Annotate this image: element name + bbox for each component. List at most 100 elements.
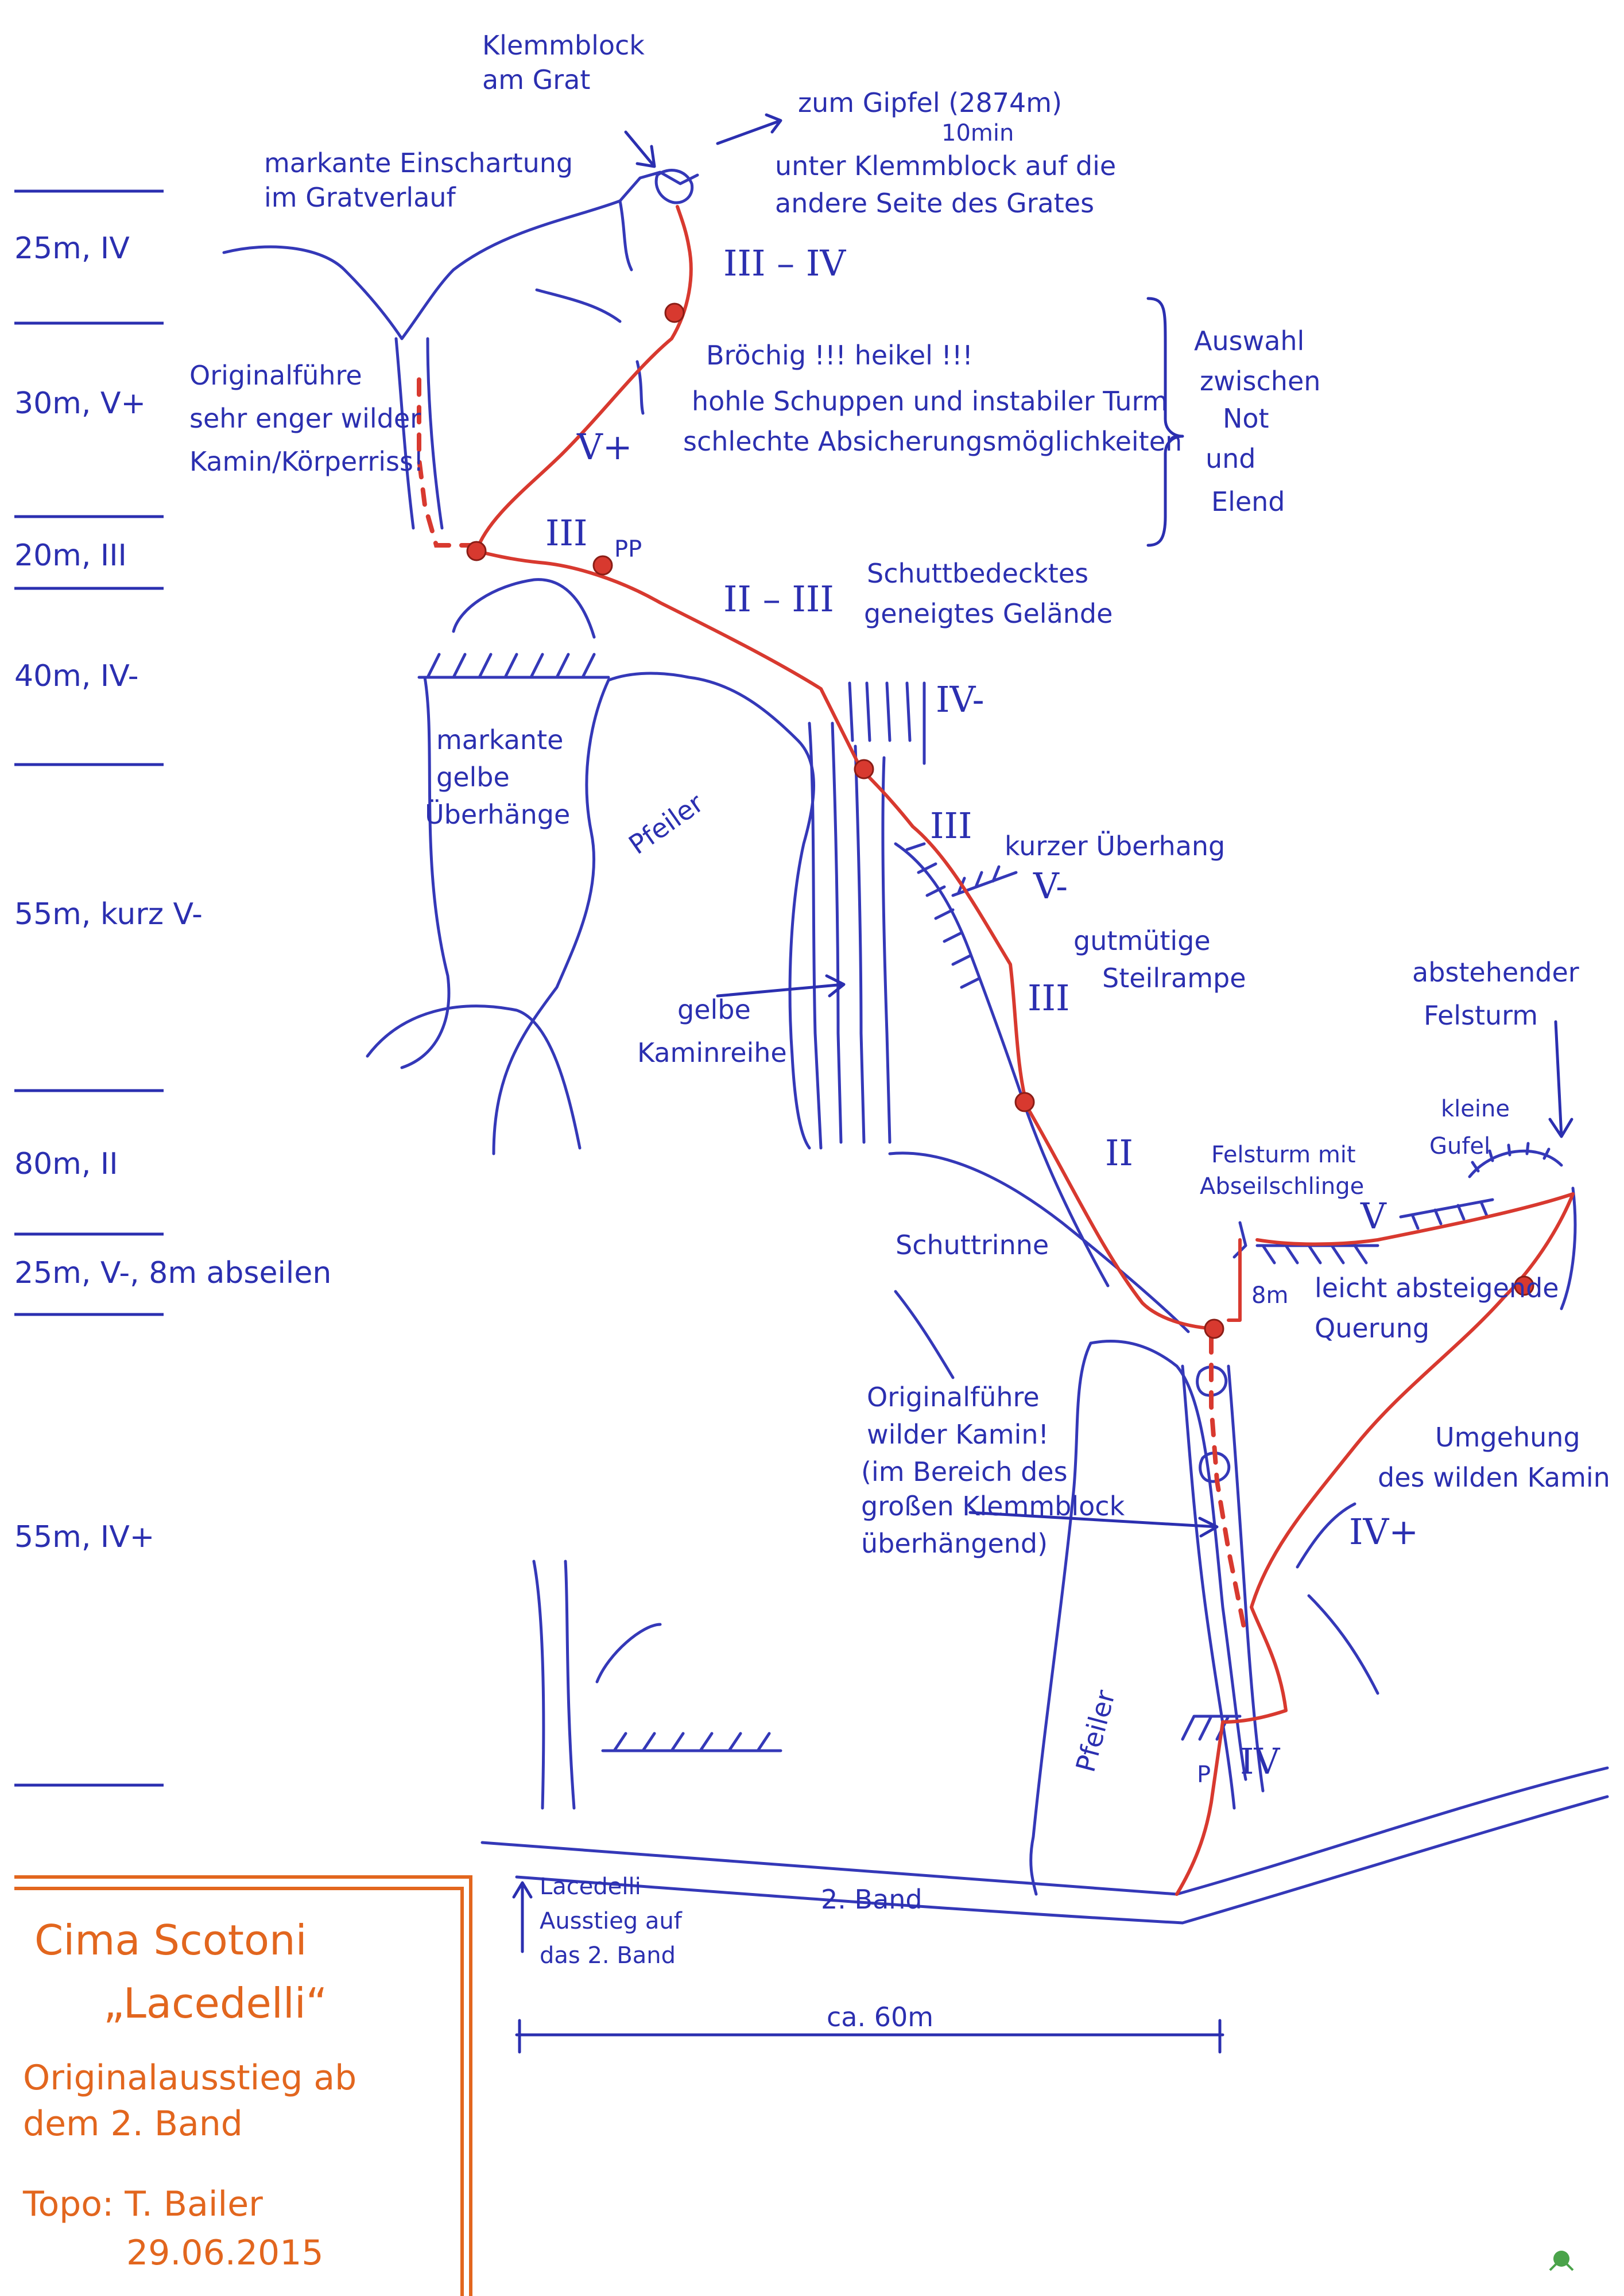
chimney-line [1227,1364,1265,1793]
label-lacedelli-ausstieg: das 2. Band [540,1942,676,1969]
label-umgehung: des wilden Kamin [1378,1462,1610,1493]
overhang-hatch [905,842,980,989]
label-auswahl: Auswahl [1194,325,1304,356]
label-schuttrinne: Schuttrinne [896,1230,1049,1261]
chimney-line [854,744,866,1144]
label-felsturm: abstehender [1412,957,1579,988]
label-p: P [1197,1762,1211,1788]
belay-point [592,555,613,576]
grade-label: III – IV [723,242,846,284]
belay-point [664,302,685,323]
label-originalfuehre-top: Originalführe [189,360,362,391]
belay-point [1514,1275,1534,1296]
overhang-hatch [601,1732,782,1752]
title-line: dem 2. Band [23,2104,243,2144]
pitch-length-label: 40m, IV- [14,659,139,693]
grade-label: III [930,805,972,847]
rock-outline [595,1623,662,1684]
label-gipfel-time: 10min [941,120,1014,146]
grade-label: III [545,512,587,554]
grade-label: V [1360,1195,1387,1237]
label-pfeiler-top: Pfeiler [623,788,709,860]
arrow-to-gipfel [716,113,782,145]
grade-label: IV- [936,678,985,720]
grade-label: IV [1240,1740,1280,1782]
title-line: Topo: T. Bailer [22,2184,263,2224]
label-schutt: geneigtes Gelände [864,598,1113,629]
label-originalfuehre-bottom: großen Klemmblock [861,1491,1125,1522]
label-abseil-8m: 8m [1251,1282,1288,1309]
label-lacedelli-ausstieg: Ausstieg auf [540,1908,683,1934]
scale-bar [515,2019,1224,2054]
label-kleine-gufel: Gufel [1429,1133,1490,1159]
title-line: 29.06.2015 [126,2233,324,2273]
ridge-line [222,199,622,340]
rock-outline [1029,1341,1092,1896]
rock-features [222,169,1609,1925]
overhang-hatch [1399,1198,1494,1230]
label-querung: leicht absteigende [1315,1273,1559,1304]
rock-outline [894,1290,955,1379]
label-gelbe-ueberhaenge: markante [436,724,563,755]
pitch-length-label: 25m, IV [14,231,130,266]
label-schutt: Schuttbedecktes [867,558,1088,589]
chimney-line [426,337,444,530]
overhang-hatch [417,653,610,679]
label-gelbe-ueberhaenge: Überhänge [425,799,570,830]
label-gelbe-kaminreihe: Kaminreihe [637,1037,787,1068]
label-klemmblock-note: unter Klemmblock auf die [775,150,1116,181]
route-line [1175,1192,1575,1896]
rock-outline [400,676,451,1069]
label-felsturm: Felsturm [1424,1000,1538,1031]
title-frame [14,1875,472,2296]
label-steilrampe: Steilrampe [1102,963,1246,994]
label-originalfuehre-bottom: wilder Kamin! [867,1419,1049,1450]
rock-outline [1307,1594,1379,1695]
grade-label: V- [1033,865,1068,907]
label-steilrampe: gutmütige [1073,925,1211,956]
band-line [515,1795,1609,1925]
ridge-line [535,288,622,323]
brace [1146,297,1184,547]
pitch-length-label: 25m, V-, 8m abseilen [14,1256,331,1290]
title-box: Cima Scotoni „Lacedelli“ Originalausstie… [14,1875,472,2296]
rock-outline [894,842,1110,1287]
label-gipfel: zum Gipfel (2874m) [798,87,1062,118]
label-felsturm-abseil: Abseilschlinge [1200,1173,1364,1200]
label-pfeiler-bottom: Pfeiler [1069,1687,1121,1775]
pitch-length-label: 55m, IV+ [14,1520,154,1554]
label-gelbe-kaminreihe: gelbe [677,994,751,1025]
label-klemmblock: am Grat [482,64,590,95]
label-auswahl: zwischen [1200,366,1320,397]
label-originalfuehre-bottom: (im Bereich des [861,1456,1068,1487]
rock-outline [1089,1339,1247,1781]
title-frame [14,1887,464,2296]
felsturm-shape [1232,1221,1247,1259]
original-route-top [417,371,479,548]
difficulty-grades: III – IV V+ III II – III IV- III V- III … [545,242,1418,1782]
label-originalfuehre-top: Kamin/Körperriss! [189,446,424,477]
rock-outline [607,672,815,1150]
title-line: Originalausstieg ab [23,2058,356,2098]
label-klemmblock: Klemmblock [482,30,645,61]
overhang-hatch [1471,1142,1551,1173]
band-line [480,1766,1609,1896]
arrow-to-klemmblock-bottom [968,1511,1219,1538]
label-band: 2. Band [821,1884,923,1915]
belay-point [466,541,487,561]
arrow-to-felsturm [1548,1020,1573,1138]
chimney-line [881,756,892,1144]
chimney-line [808,722,823,1150]
climbing-route [417,205,1575,1896]
label-umgehung: Umgehung [1435,1422,1580,1453]
arrow-lacedelli [512,1881,533,1953]
grade-label: IV+ [1349,1511,1418,1553]
route-line [1227,1238,1242,1322]
label-broechig: schlechte Absicherungsmöglichkeiten [683,426,1182,457]
label-originalfuehre-bottom: Originalführe [867,1382,1040,1413]
label-gelbe-ueberhaenge: gelbe [436,762,510,793]
chimney-line [831,722,843,1144]
arrow-to-kaminreihe [716,974,846,998]
grade-label: V+ [576,426,633,468]
chimney-line [1181,1364,1236,1810]
